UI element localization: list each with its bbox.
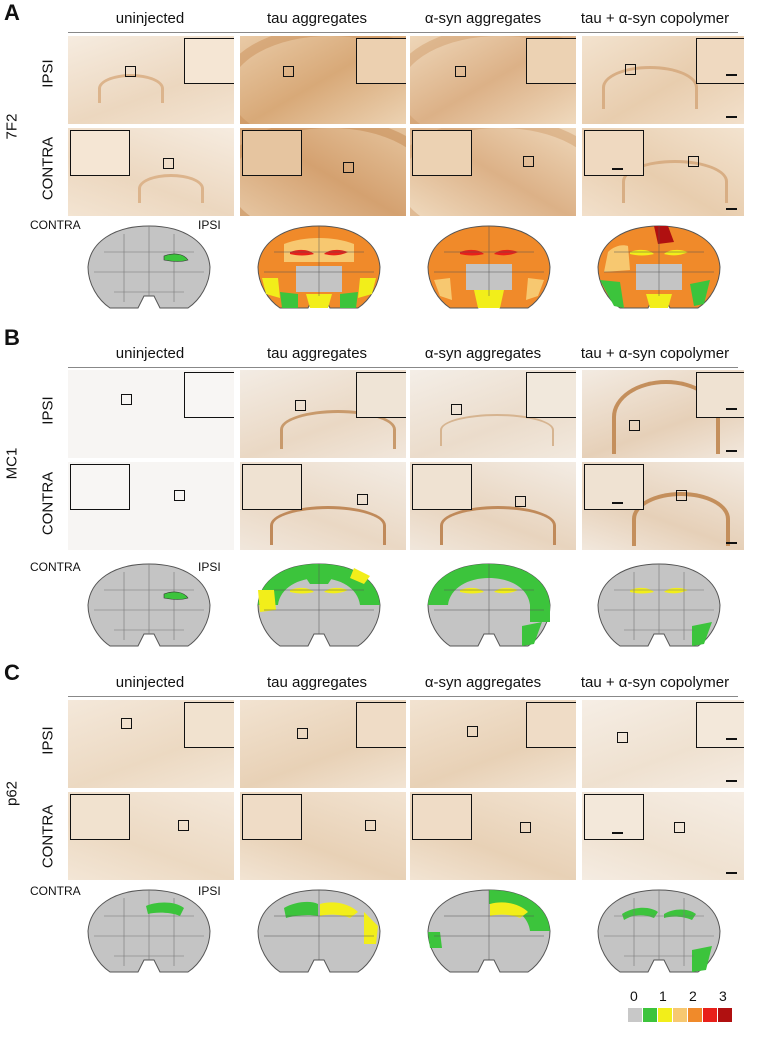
header-rule [68,696,738,697]
hemisphere-label-contra: CONTRA [30,884,81,898]
micrograph-tile [582,462,744,550]
row-label-contra: CONTRA [39,471,57,536]
legend-swatch [673,1008,687,1022]
column-title-tau: tau aggregates [266,10,368,27]
micrograph-tile [68,462,234,550]
panel-letter-a: A [4,0,20,25]
legend-label-0: 0 [630,988,638,1004]
header-rule [68,32,738,33]
row-label-contra: CONTRA [39,136,57,201]
brain-map-c-tau [257,889,381,973]
brain-map-c-asyn [427,889,551,973]
micrograph-tile [410,462,576,550]
brain-map-a-tau [257,225,381,309]
brain-map-b-tau [257,563,381,647]
legend-swatch [703,1008,717,1022]
brain-map-a-asyn [427,225,551,309]
hemisphere-label-ipsi: IPSI [198,218,221,232]
micrograph-tile [240,792,406,880]
brain-map-b-asyn [427,563,551,647]
legend-swatch [688,1008,702,1022]
micrograph-tile [68,370,234,458]
header-rule [68,367,738,368]
row-label-ipsi: IPSI [39,726,57,755]
brain-map-c-copolymer [597,889,721,973]
panel-letter-b: B [4,325,20,350]
micrograph-tile [582,700,744,788]
micrograph-tile [240,462,406,550]
micrograph-tile [410,370,576,458]
marker-label: p62 [3,780,21,807]
column-title-uninjected: uninjected [115,345,185,362]
legend-swatch [718,1008,732,1022]
column-title-tau: tau aggregates [266,674,368,691]
micrograph-tile [68,36,234,124]
hemisphere-label-contra: CONTRA [30,560,81,574]
micrograph-tile [240,370,406,458]
marker-label: 7F2 [3,113,21,140]
brain-map-b-uninjected [87,563,211,647]
hemisphere-label-ipsi: IPSI [198,560,221,574]
color-scale-legend: 0 1 2 3 [628,988,740,1028]
column-title-asyn: α-syn aggregates [424,674,542,691]
hemisphere-label-contra: CONTRA [30,218,81,232]
micrograph-tile [240,700,406,788]
column-title-asyn: α-syn aggregates [424,10,542,27]
micrograph-tile [68,792,234,880]
micrograph-tile [68,128,234,216]
brain-map-b-copolymer [597,563,721,647]
column-title-tau: tau aggregates [266,345,368,362]
column-title-copolymer: tau + α-syn copolymer [580,674,730,691]
legend-label-1: 1 [659,988,667,1004]
panel-letter-c: C [4,660,20,685]
micrograph-tile [582,792,744,880]
brain-map-a-uninjected [87,225,211,309]
hemisphere-label-ipsi: IPSI [198,884,221,898]
marker-label: MC1 [3,447,21,480]
micrograph-tile [582,128,744,216]
micrograph-tile [410,36,576,124]
legend-swatch [658,1008,672,1022]
micrograph-tile [240,128,406,216]
micrograph-tile [410,792,576,880]
micrograph-tile [68,700,234,788]
column-title-copolymer: tau + α-syn copolymer [580,345,730,362]
brain-map-a-copolymer [597,225,721,309]
column-title-uninjected: uninjected [115,674,185,691]
row-label-contra: CONTRA [39,804,57,869]
column-title-uninjected: uninjected [115,10,185,27]
legend-swatch [643,1008,657,1022]
legend-swatch [628,1008,642,1022]
brain-map-c-uninjected [87,889,211,973]
micrograph-tile [582,370,744,458]
micrograph-tile [410,700,576,788]
legend-label-2: 2 [689,988,697,1004]
micrograph-tile [240,36,406,124]
column-title-asyn: α-syn aggregates [424,345,542,362]
column-title-copolymer: tau + α-syn copolymer [580,10,730,27]
micrograph-tile [410,128,576,216]
row-label-ipsi: IPSI [39,59,57,88]
legend-label-3: 3 [719,988,727,1004]
row-label-ipsi: IPSI [39,396,57,425]
micrograph-tile [582,36,744,124]
